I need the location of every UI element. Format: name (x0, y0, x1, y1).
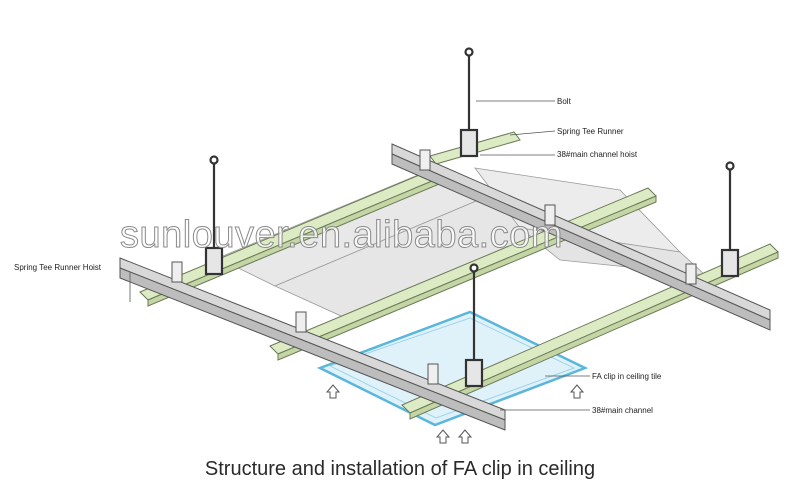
bolt-label: Bolt (557, 97, 571, 106)
main-channel-label: 38#main channel (592, 406, 653, 415)
channel-clips (171, 149, 697, 385)
leader-lines (129, 100, 590, 411)
spring-tee-runner-label: Spring Tee Runner (557, 127, 624, 136)
push-arrows (325, 384, 585, 444)
spring-tee-runner-hoist-label: Spring Tee Runner Hoist (14, 263, 102, 272)
hoist-rods (204, 47, 740, 388)
main-channel-hoist-label: 38#main channel hoist (557, 150, 638, 159)
fa-clip-ceiling-tile (316, 310, 589, 427)
main-channels (119, 143, 771, 431)
watermark: sunlouver.en.alibaba.com (120, 214, 563, 257)
diagram-caption: Structure and installation of FA clip in… (204, 458, 596, 480)
fa-clip-label: FA clip in ceiling tile (592, 372, 662, 381)
